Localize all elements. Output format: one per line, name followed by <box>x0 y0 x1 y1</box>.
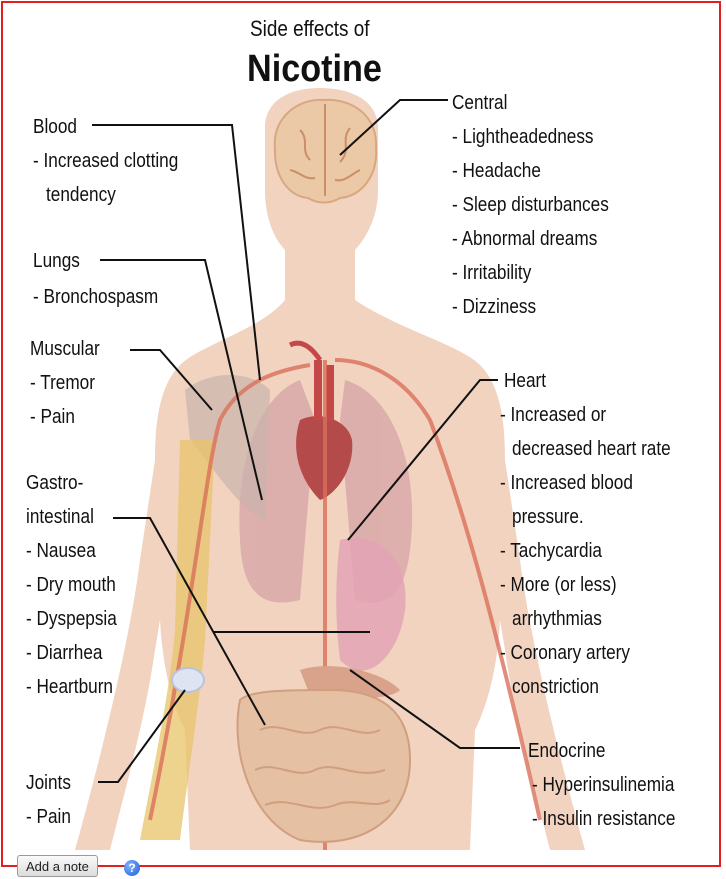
muscular-item: - Pain <box>30 400 75 434</box>
gastro-item: - Nausea <box>26 534 96 568</box>
blood-item: - Increased clotting <box>33 144 178 178</box>
title-main: Nicotine <box>247 48 382 91</box>
lungs-heading: Lungs <box>33 244 80 278</box>
heart-item: - Increased or <box>500 398 606 432</box>
heart-item: pressure. <box>512 500 584 534</box>
blood-heading: Blood <box>33 110 77 144</box>
heart-item: decreased heart rate <box>512 432 671 466</box>
gastro-heading-1: Gastro- <box>26 466 83 500</box>
title-sub: Side effects of <box>250 16 370 42</box>
central-item: - Lightheadedness <box>452 120 594 154</box>
central-item: - Dizziness <box>452 290 536 324</box>
central-item: - Abnormal dreams <box>452 222 597 256</box>
blood-item: tendency <box>46 178 116 212</box>
lungs-item: - Bronchospasm <box>33 280 158 314</box>
gastro-item: - Diarrhea <box>26 636 102 670</box>
endocrine-item: - Insulin resistance <box>532 802 675 836</box>
heart-item: - Increased blood <box>500 466 633 500</box>
endocrine-item: - Hyperinsulinemia <box>532 768 674 802</box>
muscular-item: - Tremor <box>30 366 95 400</box>
add-note-button[interactable]: Add a note <box>17 855 98 877</box>
central-item: - Headache <box>452 154 541 188</box>
muscular-heading: Muscular <box>30 332 100 366</box>
gastro-item: - Heartburn <box>26 670 113 704</box>
gastro-item: - Dyspepsia <box>26 602 117 636</box>
gastro-heading-2: intestinal <box>26 500 94 534</box>
central-heading: Central <box>452 86 507 120</box>
heart-item: arrhythmias <box>512 602 602 636</box>
endocrine-heading: Endocrine <box>528 734 605 768</box>
joints-item: - Pain <box>26 800 71 834</box>
central-item: - Irritability <box>452 256 531 290</box>
central-item: - Sleep disturbances <box>452 188 609 222</box>
elbow-joint <box>172 668 204 692</box>
heart-item: - Coronary artery <box>500 636 630 670</box>
heart-item: constriction <box>512 670 599 704</box>
heart-item: - Tachycardia <box>500 534 602 568</box>
gastro-item: - Dry mouth <box>26 568 116 602</box>
brain-illustration <box>275 100 376 203</box>
help-icon[interactable]: ? <box>124 860 140 876</box>
heart-heading: Heart <box>504 364 546 398</box>
joints-heading: Joints <box>26 766 71 800</box>
heart-item: - More (or less) <box>500 568 617 602</box>
